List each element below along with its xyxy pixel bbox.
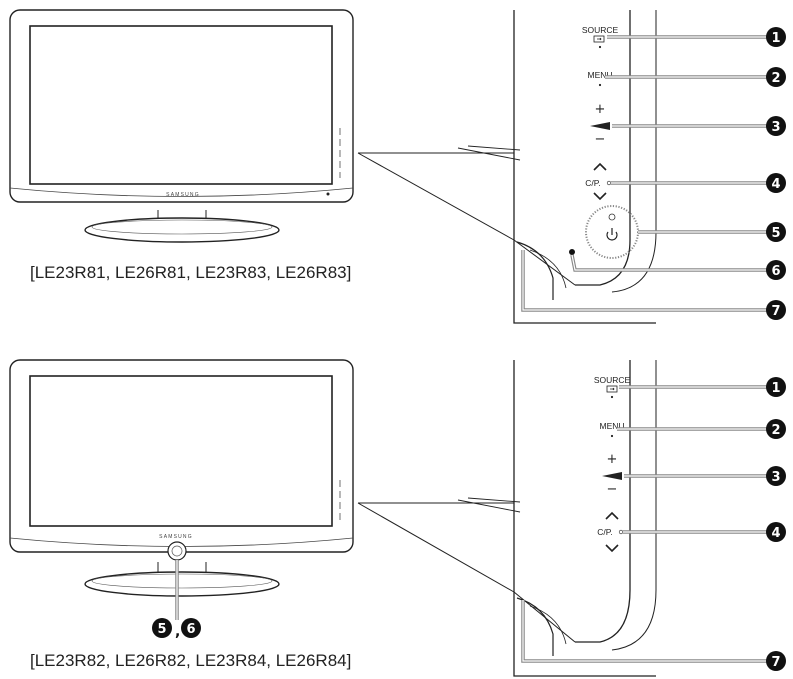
svg-text:6: 6	[771, 264, 780, 279]
callout-7-top: 7	[766, 300, 786, 320]
callout-lines-top-core	[522, 36, 770, 311]
callout-lines-top	[521, 35, 770, 312]
svg-text:3: 3	[771, 470, 780, 485]
menu-button[interactable]	[610, 434, 614, 438]
callout-3-bottom: 3	[766, 466, 786, 486]
callout-2-top: 2	[766, 67, 786, 87]
callout-separator: ,	[175, 624, 180, 640]
brand-label: SAMSUNG	[166, 192, 200, 198]
svg-text:4: 4	[771, 177, 780, 192]
channel-down-button[interactable]	[593, 192, 607, 201]
callout-3-top: 3	[766, 116, 786, 136]
svg-text:4: 4	[771, 526, 780, 541]
callout-5-bottom-front: 5	[152, 618, 172, 638]
tv-front-view-bottom: SAMSUNG	[9, 359, 354, 597]
svg-text:2: 2	[771, 423, 780, 438]
source-input-icon	[606, 385, 618, 393]
volume-up-button[interactable]: +	[607, 452, 618, 467]
model-caption-bottom: [LE23R82, LE26R82, LE23R84, LE26R84]	[30, 651, 351, 670]
callout-6-top: 6	[766, 260, 786, 280]
model-caption-top: [LE23R81, LE26R81, LE23R83, LE26R83]	[30, 263, 351, 282]
channel-down-button[interactable]	[605, 544, 619, 553]
callout-lines-bottom-core	[522, 386, 770, 662]
top-figure: SAMSUNG [LE23R81, LE26R81, LE23R83, LE26…	[9, 9, 786, 324]
svg-text:7: 7	[771, 304, 780, 319]
channel-up-button[interactable]	[605, 511, 619, 520]
menu-button-label: MENU	[599, 421, 624, 431]
source-button-label: SOURCE	[582, 25, 619, 35]
front-power-button[interactable]	[167, 541, 187, 561]
svg-text:1: 1	[771, 31, 780, 46]
menu-button-label: MENU	[587, 70, 612, 80]
callout-4-bottom: 4	[766, 522, 786, 542]
volume-wedge-icon	[590, 122, 610, 130]
callout-2-bottom: 2	[766, 419, 786, 439]
volume-down-button[interactable]: −	[595, 132, 606, 147]
svg-text:5: 5	[771, 226, 780, 241]
side-panel-zoom-bottom: SOURCE MENU + − C/P.	[457, 360, 657, 677]
svg-text:1: 1	[771, 381, 780, 396]
cp-ring-icon	[618, 529, 624, 535]
volume-down-button[interactable]: −	[607, 482, 618, 497]
remote-sensor-icon	[608, 213, 616, 221]
cp-button-label: C/P.	[597, 527, 612, 537]
side-panel-zoom-top: SOURCE MENU + − C/P.	[457, 10, 657, 324]
zoom-guide-lines	[357, 152, 515, 241]
source-button-label: SOURCE	[594, 375, 631, 385]
svg-text:5: 5	[157, 622, 166, 637]
power-indicator-led	[569, 249, 575, 255]
callout-1-top: 1	[766, 27, 786, 47]
front-sensor-dot	[326, 192, 330, 196]
callout-7-bottom: 7	[766, 651, 786, 671]
power-icon[interactable]	[606, 228, 618, 241]
svg-text:7: 7	[771, 655, 780, 670]
callout-6-bottom-front: 6	[181, 618, 201, 638]
zoom-guide-lines	[357, 502, 515, 593]
cp-button-label: C/P.	[585, 178, 600, 188]
source-button[interactable]	[598, 45, 602, 49]
svg-text:3: 3	[771, 120, 780, 135]
svg-text:6: 6	[186, 622, 195, 637]
menu-button[interactable]	[598, 83, 602, 87]
tv-front-view-top: SAMSUNG	[9, 9, 354, 243]
volume-wedge-icon	[602, 472, 622, 480]
callout-lines-bottom	[521, 385, 770, 663]
callout-4-top: 4	[766, 173, 786, 193]
source-input-icon	[593, 35, 605, 43]
source-button[interactable]	[610, 395, 614, 399]
callout-1-bottom: 1	[766, 377, 786, 397]
bottom-figure: SAMSUNG 5 , 6 [LE23R82, LE26R82, LE23R84…	[9, 359, 786, 677]
svg-text:2: 2	[771, 71, 780, 86]
cp-ring-icon	[606, 180, 612, 186]
brand-label: SAMSUNG	[159, 534, 193, 540]
volume-up-button[interactable]: +	[595, 102, 606, 117]
channel-up-button[interactable]	[593, 162, 607, 171]
callout-5-top: 5	[766, 222, 786, 242]
